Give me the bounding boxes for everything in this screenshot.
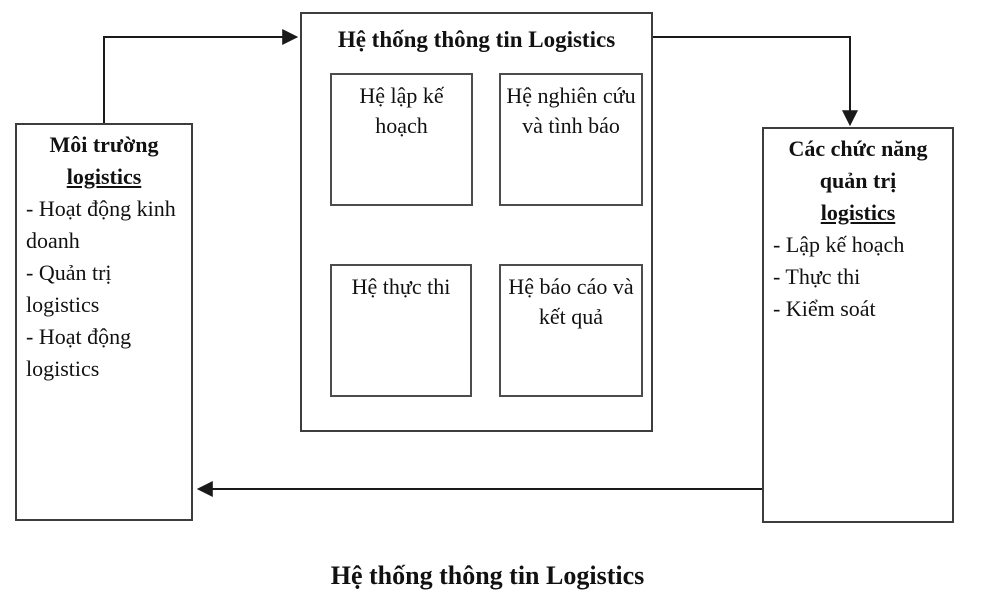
report-results-subsystem-label: Hệ báo cáo và kết quả xyxy=(508,274,634,329)
execution-subsystem-label: Hệ thực thi xyxy=(351,274,451,299)
research-intelligence-subsystem-label: Hệ nghiên cứu và tình báo xyxy=(506,83,636,138)
planning-subsystem-box: Hệ lập kế hoạch xyxy=(330,73,473,206)
environment-item-list: - Hoạt động kinh doanh - Quản trị logist… xyxy=(26,193,182,385)
diagram-caption: Hệ thống thông tin Logistics xyxy=(330,561,645,590)
functions-item: - Thực thi xyxy=(773,264,861,289)
planning-subsystem-label: Hệ lập kế hoạch xyxy=(359,83,444,138)
environment-item: - Quản trị logistics xyxy=(26,260,112,317)
environment-item: - Hoạt động logistics xyxy=(26,324,132,381)
functions-item-list: - Lập kế hoạch - Thực thi - Kiểm soát xyxy=(773,229,943,325)
arrow-environment-to-system xyxy=(103,29,299,123)
functions-title-line3: logistics xyxy=(820,200,896,225)
environment-title-line2: logistics xyxy=(66,164,142,189)
report-results-subsystem-box: Hệ báo cáo và kết quả xyxy=(499,264,643,397)
functions-title-line2: quản trị xyxy=(819,168,897,193)
functions-title-line1: Các chức năng xyxy=(788,136,928,161)
functions-box-title: Các chức năng quản trị logistics xyxy=(773,133,943,229)
system-box-title: Hệ thống thông tin Logistics xyxy=(337,27,616,52)
functions-box: Các chức năng quản trị logistics - Lập k… xyxy=(762,127,954,523)
environment-item: - Hoạt động kinh doanh xyxy=(26,196,176,253)
functions-item: - Lập kế hoạch xyxy=(773,232,905,257)
execution-subsystem-box: Hệ thực thi xyxy=(330,264,472,397)
functions-item: - Kiểm soát xyxy=(773,296,876,321)
environment-box: Môi trường logistics - Hoạt động kinh do… xyxy=(15,123,193,521)
research-intelligence-subsystem-box: Hệ nghiên cứu và tình báo xyxy=(499,73,643,206)
environment-title-line1: Môi trường xyxy=(49,132,159,157)
environment-box-title: Môi trường logistics xyxy=(26,129,182,193)
arrow-system-to-functions xyxy=(653,36,858,127)
system-box: Hệ thống thông tin Logistics Hệ lập kế h… xyxy=(300,12,653,432)
